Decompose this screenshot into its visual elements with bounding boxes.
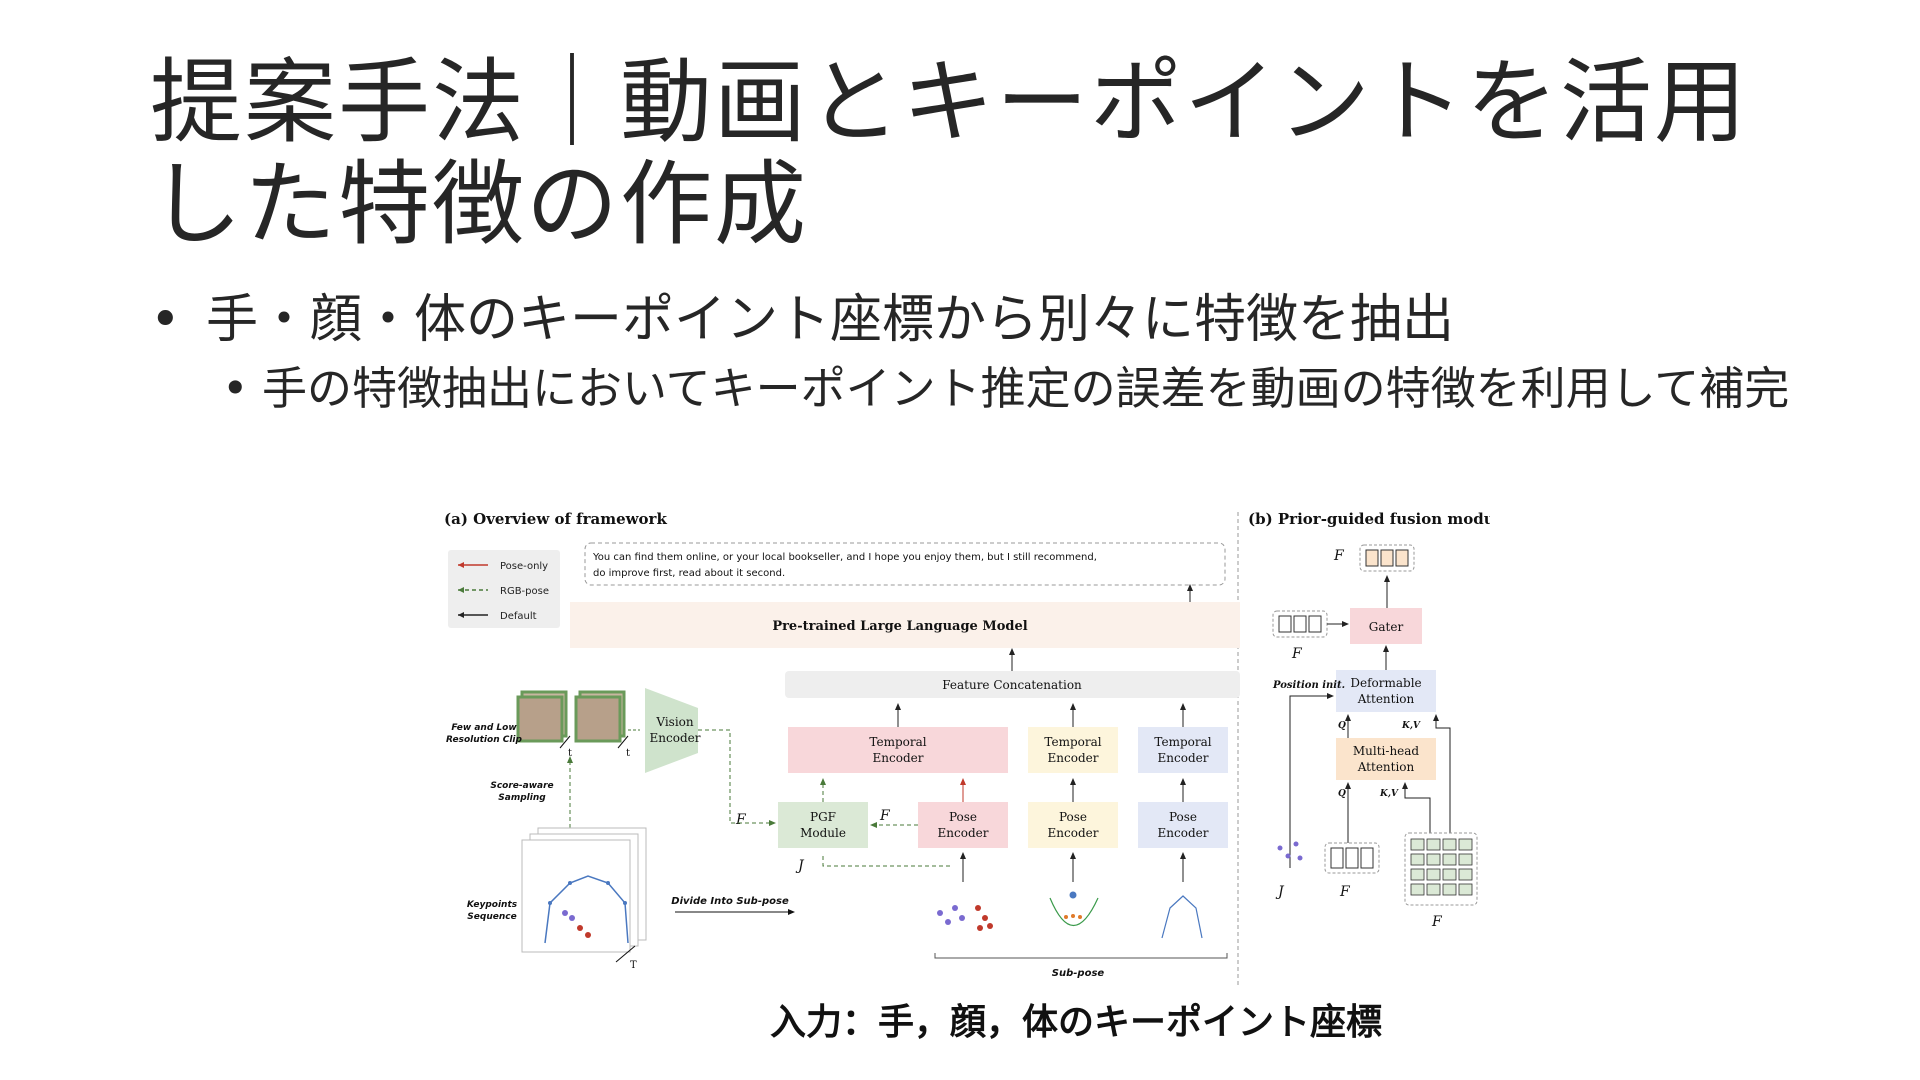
f-output-label: F [1333,548,1345,564]
legend-pose-only: Pose-only [500,561,548,572]
llm-box [570,602,1240,648]
pose-encoder-label: Encoder [1158,826,1209,840]
temporal-encoder-face [1028,727,1118,773]
sampling-label: Score-aware [490,781,553,791]
bullet-level-2: • 手の特徴抽出においてキーポイント推定の誤差を動画の特徴を利用して補完 [222,362,1802,416]
multihead-label: Multi-head [1353,744,1420,758]
t-label: t [626,748,630,759]
deformable-label: Deformable [1350,676,1421,690]
temporal-encoder-label: Temporal [1044,735,1101,749]
figure-caption: 入力：手，顔，体のキーポイント座標 [770,1002,1383,1043]
pose-encoder-face [1028,802,1118,848]
vision-encoder [645,688,698,773]
temporal-encoder-label: Temporal [869,735,926,749]
temporal-encoder-label: Encoder [1158,751,1209,765]
position-init-label: Position init. [1272,680,1345,691]
deformable-label: Attention [1357,692,1415,706]
pose-encoder-label: Encoder [938,826,989,840]
clip-label: Few and Low [451,723,517,733]
output-text-box [584,542,1226,586]
q-label: Q [1338,789,1346,799]
concat-label: Feature Concatenation [942,678,1082,692]
vision-encoder-label: Vision [655,715,694,729]
legend-default: Default [500,611,537,622]
pose-encoder-body [1138,802,1228,848]
f-r-label: F [735,812,747,828]
j-s-input-label: J [1275,884,1285,900]
sub-pose-body [1161,895,1203,939]
T-label: T [630,960,637,971]
output-text-line-2: do improve first, read about it second. [593,568,785,579]
f-p-label: F [1291,646,1303,662]
temporal-encoder-hand [788,727,1008,773]
t-label: t [568,748,572,759]
legend: Pose-only RGB-pose Default [448,550,560,628]
sampling-label: Sampling [498,793,546,803]
bullet-2-text: 手の特徴抽出においてキーポイント推定の誤差を動画の特徴を利用して補完 [262,362,1790,415]
framework-figure: (a) Overview of framework (b) Prior-guid… [444,510,1490,986]
bullet-dot: • [150,290,181,350]
temporal-encoder-label: Encoder [873,751,924,765]
kv-label: K,V [1401,721,1421,731]
vision-encoder-label: Encoder [650,731,701,745]
deformable-attention-box [1336,670,1436,712]
sub-pose-label: Sub-pose [1052,968,1105,979]
multihead-attention-box [1336,738,1436,780]
pose-encoder-label: Pose [949,810,977,824]
legend-rgb-pose: RGB-pose [500,586,549,597]
keypoints-label: Sequence [467,912,516,922]
bullet-level-1: • 手・顔・体のキーポイント座標から別々に特徴を抽出 [150,285,1454,355]
output-text-line-1: You can find them online, or your local … [592,552,1097,563]
temporal-encoder-label: Temporal [1154,735,1211,749]
gater-label: Gater [1369,620,1404,634]
divide-label: Divide Into Sub-pose [671,896,789,907]
keypoints-label: Keypoints [467,900,518,910]
pose-encoder-label: Pose [1059,810,1087,824]
pgf-module-label: PGF [810,810,836,824]
pose-encoder-label: Pose [1169,810,1197,824]
temporal-encoder-body [1138,727,1228,773]
bullet-1-text: 手・顔・体のキーポイント座標から別々に特徴を抽出 [206,290,1455,350]
concat-box [785,671,1240,698]
f-r-input-label: F [1431,914,1443,930]
prior-guided-fusion: F Gater F Deformable Attention Position … [1272,544,1478,930]
pgf-module-label: Module [800,826,846,840]
pgf-module-box [778,802,868,848]
slide-title: 提案手法｜動画とキーポイントを活用した特徴の作成 [150,49,1749,258]
video-clip-frames: t t [516,690,640,759]
panel-a-title: (a) Overview of framework [444,510,667,528]
temporal-encoder-label: Encoder [1048,751,1099,765]
multihead-label: Attention [1357,760,1415,774]
clip-label: Resolution Clip [446,735,523,745]
keypoint-sequence [521,827,647,963]
kv-label: K,V [1379,789,1399,799]
pose-encoder-hand [918,802,1008,848]
sub-pose-face [1049,891,1099,927]
j-s-label: J [795,858,805,874]
f-p-label: F [879,808,891,824]
gater-box [1350,608,1422,644]
f-p-input-label: F [1339,884,1351,900]
q-label: Q [1338,721,1346,731]
sub-pose-hand [937,905,993,931]
pose-encoder-label: Encoder [1048,826,1099,840]
panel-b-title: (b) Prior-guided fusion module [1248,510,1490,528]
bullet-dot: • [222,362,249,415]
llm-label: Pre-trained Large Language Model [772,619,1027,634]
